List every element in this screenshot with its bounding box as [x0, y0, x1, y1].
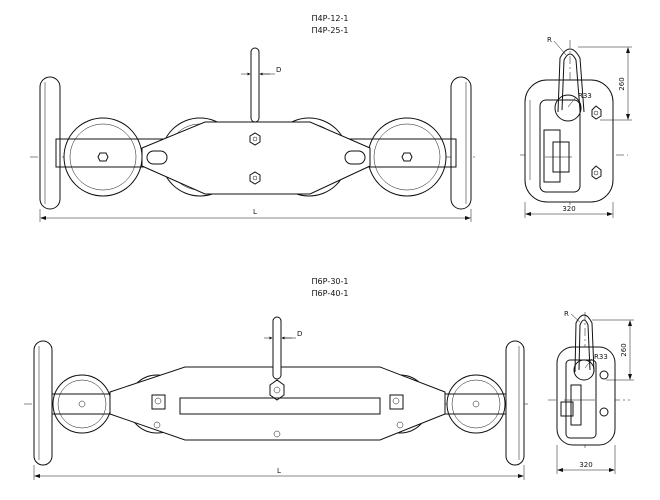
- top-side-view: R R33 260 320: [520, 36, 632, 218]
- bottom-dim-L: L: [277, 467, 281, 475]
- bottom-dim-R: R: [564, 310, 569, 318]
- bottom-wheel-1: [52, 374, 112, 434]
- top-end-roller-left: [39, 76, 61, 210]
- top-dim-D: D: [276, 66, 281, 74]
- top-end-roller-right: [450, 76, 472, 210]
- top-dim-320: 320: [562, 205, 575, 213]
- bottom-dim-D: D: [297, 330, 302, 338]
- top-wheel-1: [63, 117, 143, 197]
- top-bolt-upper: [249, 132, 261, 146]
- bottom-hook-pin: [272, 316, 282, 380]
- bottom-front-view: D L: [24, 316, 530, 480]
- bottom-central-nut: [269, 379, 285, 401]
- top-dim-L: L: [253, 208, 257, 216]
- top-hook-pin: [250, 47, 260, 123]
- bottom-wheel-6: [446, 374, 506, 434]
- bottom-dim-R33: R33: [594, 353, 608, 361]
- top-title-line1: П4Р-12-1: [312, 14, 349, 23]
- top-title-line2: П4Р-25-1: [312, 26, 349, 35]
- bottom-end-roller-left: [33, 340, 53, 466]
- bottom-title-line1: П6Р-30-1: [312, 277, 349, 286]
- bottom-dim-260: 260: [620, 343, 628, 356]
- top-dim-R33: R33: [578, 92, 592, 100]
- top-bolt-lower: [249, 171, 261, 185]
- bottom-title-line2: П6Р-40-1: [312, 289, 349, 298]
- bottom-side-plate: [109, 366, 446, 441]
- top-side-body: [524, 79, 614, 203]
- top-side-plate: [141, 121, 371, 195]
- top-dim-R: R: [547, 36, 552, 44]
- top-wheel-4: [367, 117, 447, 197]
- bottom-dim-320: 320: [579, 461, 592, 469]
- bottom-side-view: R R33 260 320: [548, 310, 634, 474]
- top-dim-260: 260: [618, 77, 626, 90]
- bottom-assembly: П6Р-30-1 П6Р-40-1: [24, 277, 634, 480]
- bottom-end-roller-right: [505, 340, 525, 466]
- top-front-view: D L: [30, 47, 478, 222]
- top-assembly: П4Р-12-1 П4Р-25-1: [30, 14, 632, 222]
